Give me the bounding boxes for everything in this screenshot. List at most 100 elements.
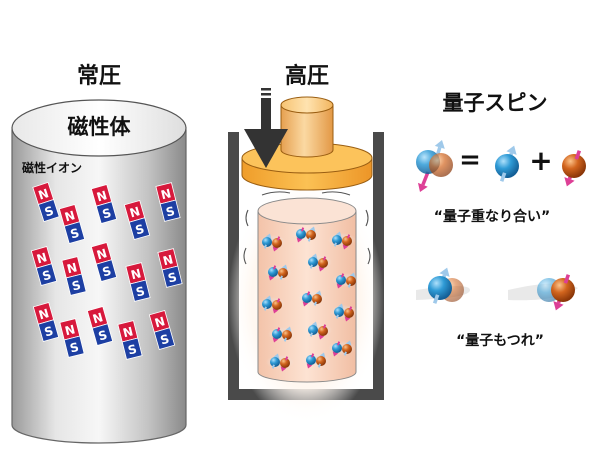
entangled-spin-pair <box>258 295 286 314</box>
magnet-south-label: S <box>167 270 179 286</box>
entangled-spin-pair <box>266 353 294 372</box>
magnet-south-label: S <box>101 264 113 280</box>
magnet-north-label: N <box>35 250 49 266</box>
bar-magnet: NS <box>148 309 176 351</box>
spin-blue-ball <box>262 295 272 311</box>
magnet-south-label: S <box>97 328 109 344</box>
spin-orange-ball <box>344 306 354 322</box>
spin-blue-ball <box>332 341 342 357</box>
spin-orange-ball <box>316 352 326 368</box>
equals-sign: = <box>459 145 481 175</box>
bar-magnet: NS <box>90 183 118 225</box>
quantum-spin-panel: 量子スピン = + “量子重なり合い” “量子もつれ” <box>416 91 586 349</box>
spin-orange-ball <box>562 150 586 187</box>
magnet-north-label: N <box>63 208 77 224</box>
bar-magnet: NS <box>59 318 85 358</box>
bar-magnet: NS <box>58 203 86 245</box>
spin-orange-ball <box>278 264 288 280</box>
spin-blue-ball <box>308 321 318 337</box>
bar-magnet: NS <box>86 305 114 347</box>
magnet-south-label: S <box>159 332 171 348</box>
magnetic-ion-label: 磁性イオン <box>21 160 82 175</box>
magnet-north-label: N <box>37 186 51 202</box>
bar-magnet: NS <box>155 182 181 222</box>
entangled-spin-pair <box>332 272 360 289</box>
compression-vibration-lines <box>243 191 371 265</box>
entanglement-diagram <box>416 267 578 311</box>
magnet-north-label: N <box>159 186 172 202</box>
spin-orange-ball <box>312 290 322 306</box>
entangled-spin-pair <box>330 303 358 322</box>
entangled-spin-pair <box>328 340 356 357</box>
plus-sign: + <box>529 144 552 177</box>
magnet-north-label: N <box>91 310 105 326</box>
high-pressure-title: 高圧 <box>285 63 329 89</box>
spin-blue-ball <box>268 265 278 281</box>
entangled-spin-pair <box>304 321 332 340</box>
magnet-south-label: S <box>43 324 55 340</box>
spin-orange-ball <box>282 326 292 342</box>
spin-blue-ball <box>296 227 306 243</box>
high-pressure-panel: 高圧 <box>228 63 384 425</box>
piston <box>241 96 373 191</box>
spin-blue-ball <box>270 353 280 369</box>
quantum-spin-title: 量子スピン <box>443 91 548 115</box>
magnet-north-label: N <box>95 188 109 204</box>
spin-orange-ball <box>342 340 352 356</box>
entangled-spin-pair <box>258 233 286 252</box>
spin-orange-ball <box>346 272 356 288</box>
magnet-north-label: N <box>37 306 51 322</box>
spin-blue-ball <box>306 353 316 369</box>
entangled-spin-pair <box>302 352 330 369</box>
superposition-caption: “量子重なり合い” <box>434 208 550 225</box>
spin-blue-ball <box>308 253 318 269</box>
entangled-spin-pair <box>264 264 292 281</box>
magnet-south-label: S <box>69 340 81 356</box>
entangled-spin-pair <box>298 290 326 307</box>
entangled-pair-left <box>428 267 464 304</box>
superposition-diagram <box>416 140 586 192</box>
bar-magnet: NS <box>32 301 60 343</box>
magnet-south-label: S <box>101 206 113 222</box>
bar-magnet: NS <box>90 241 118 283</box>
magnet-north-label: N <box>63 322 76 338</box>
magnet-north-label: N <box>95 246 109 262</box>
magnet-north-label: N <box>161 252 174 268</box>
magnet-north-label: N <box>153 314 167 330</box>
magnet-south-label: S <box>165 204 177 220</box>
bar-magnet: NS <box>125 262 151 302</box>
spin-blue-ball <box>428 267 452 304</box>
quantum-spin-pair-group <box>258 226 360 372</box>
magnet-south-label: S <box>41 268 53 284</box>
magnet-south-label: S <box>71 278 83 294</box>
magnet-south-label: S <box>43 204 56 220</box>
spin-blue-ball <box>334 303 344 319</box>
magnet-south-label: S <box>127 342 139 358</box>
entangled-spin-pair <box>304 253 332 272</box>
spin-orange-ball <box>318 324 328 340</box>
bar-magnet: NS <box>61 256 87 296</box>
magnet-south-label: S <box>135 284 147 300</box>
superposed-spin <box>416 140 453 192</box>
bar-magnet: NS <box>117 320 143 360</box>
magnet-north-label: N <box>128 204 142 220</box>
entangled-spin-pair <box>328 231 356 250</box>
magnet-north-label: N <box>65 260 78 276</box>
bar-magnet: NS <box>30 245 58 287</box>
spin-blue-ball <box>262 233 272 249</box>
magnetic-material-label: 磁性体 <box>68 115 132 139</box>
spin-orange-ball <box>306 226 316 242</box>
spin-orange-ball <box>280 356 290 372</box>
entanglement-caption: “量子もつれ” <box>456 333 544 349</box>
entangled-pair-right <box>537 274 575 311</box>
spin-orange-ball <box>342 234 352 250</box>
spin-orange-ball <box>272 298 282 314</box>
bar-magnet: NS <box>157 248 183 288</box>
spin-orange-ball <box>272 236 282 252</box>
spin-blue-ball <box>495 145 519 182</box>
magnet-south-label: S <box>134 222 146 238</box>
magnet-north-label: N <box>121 324 134 340</box>
